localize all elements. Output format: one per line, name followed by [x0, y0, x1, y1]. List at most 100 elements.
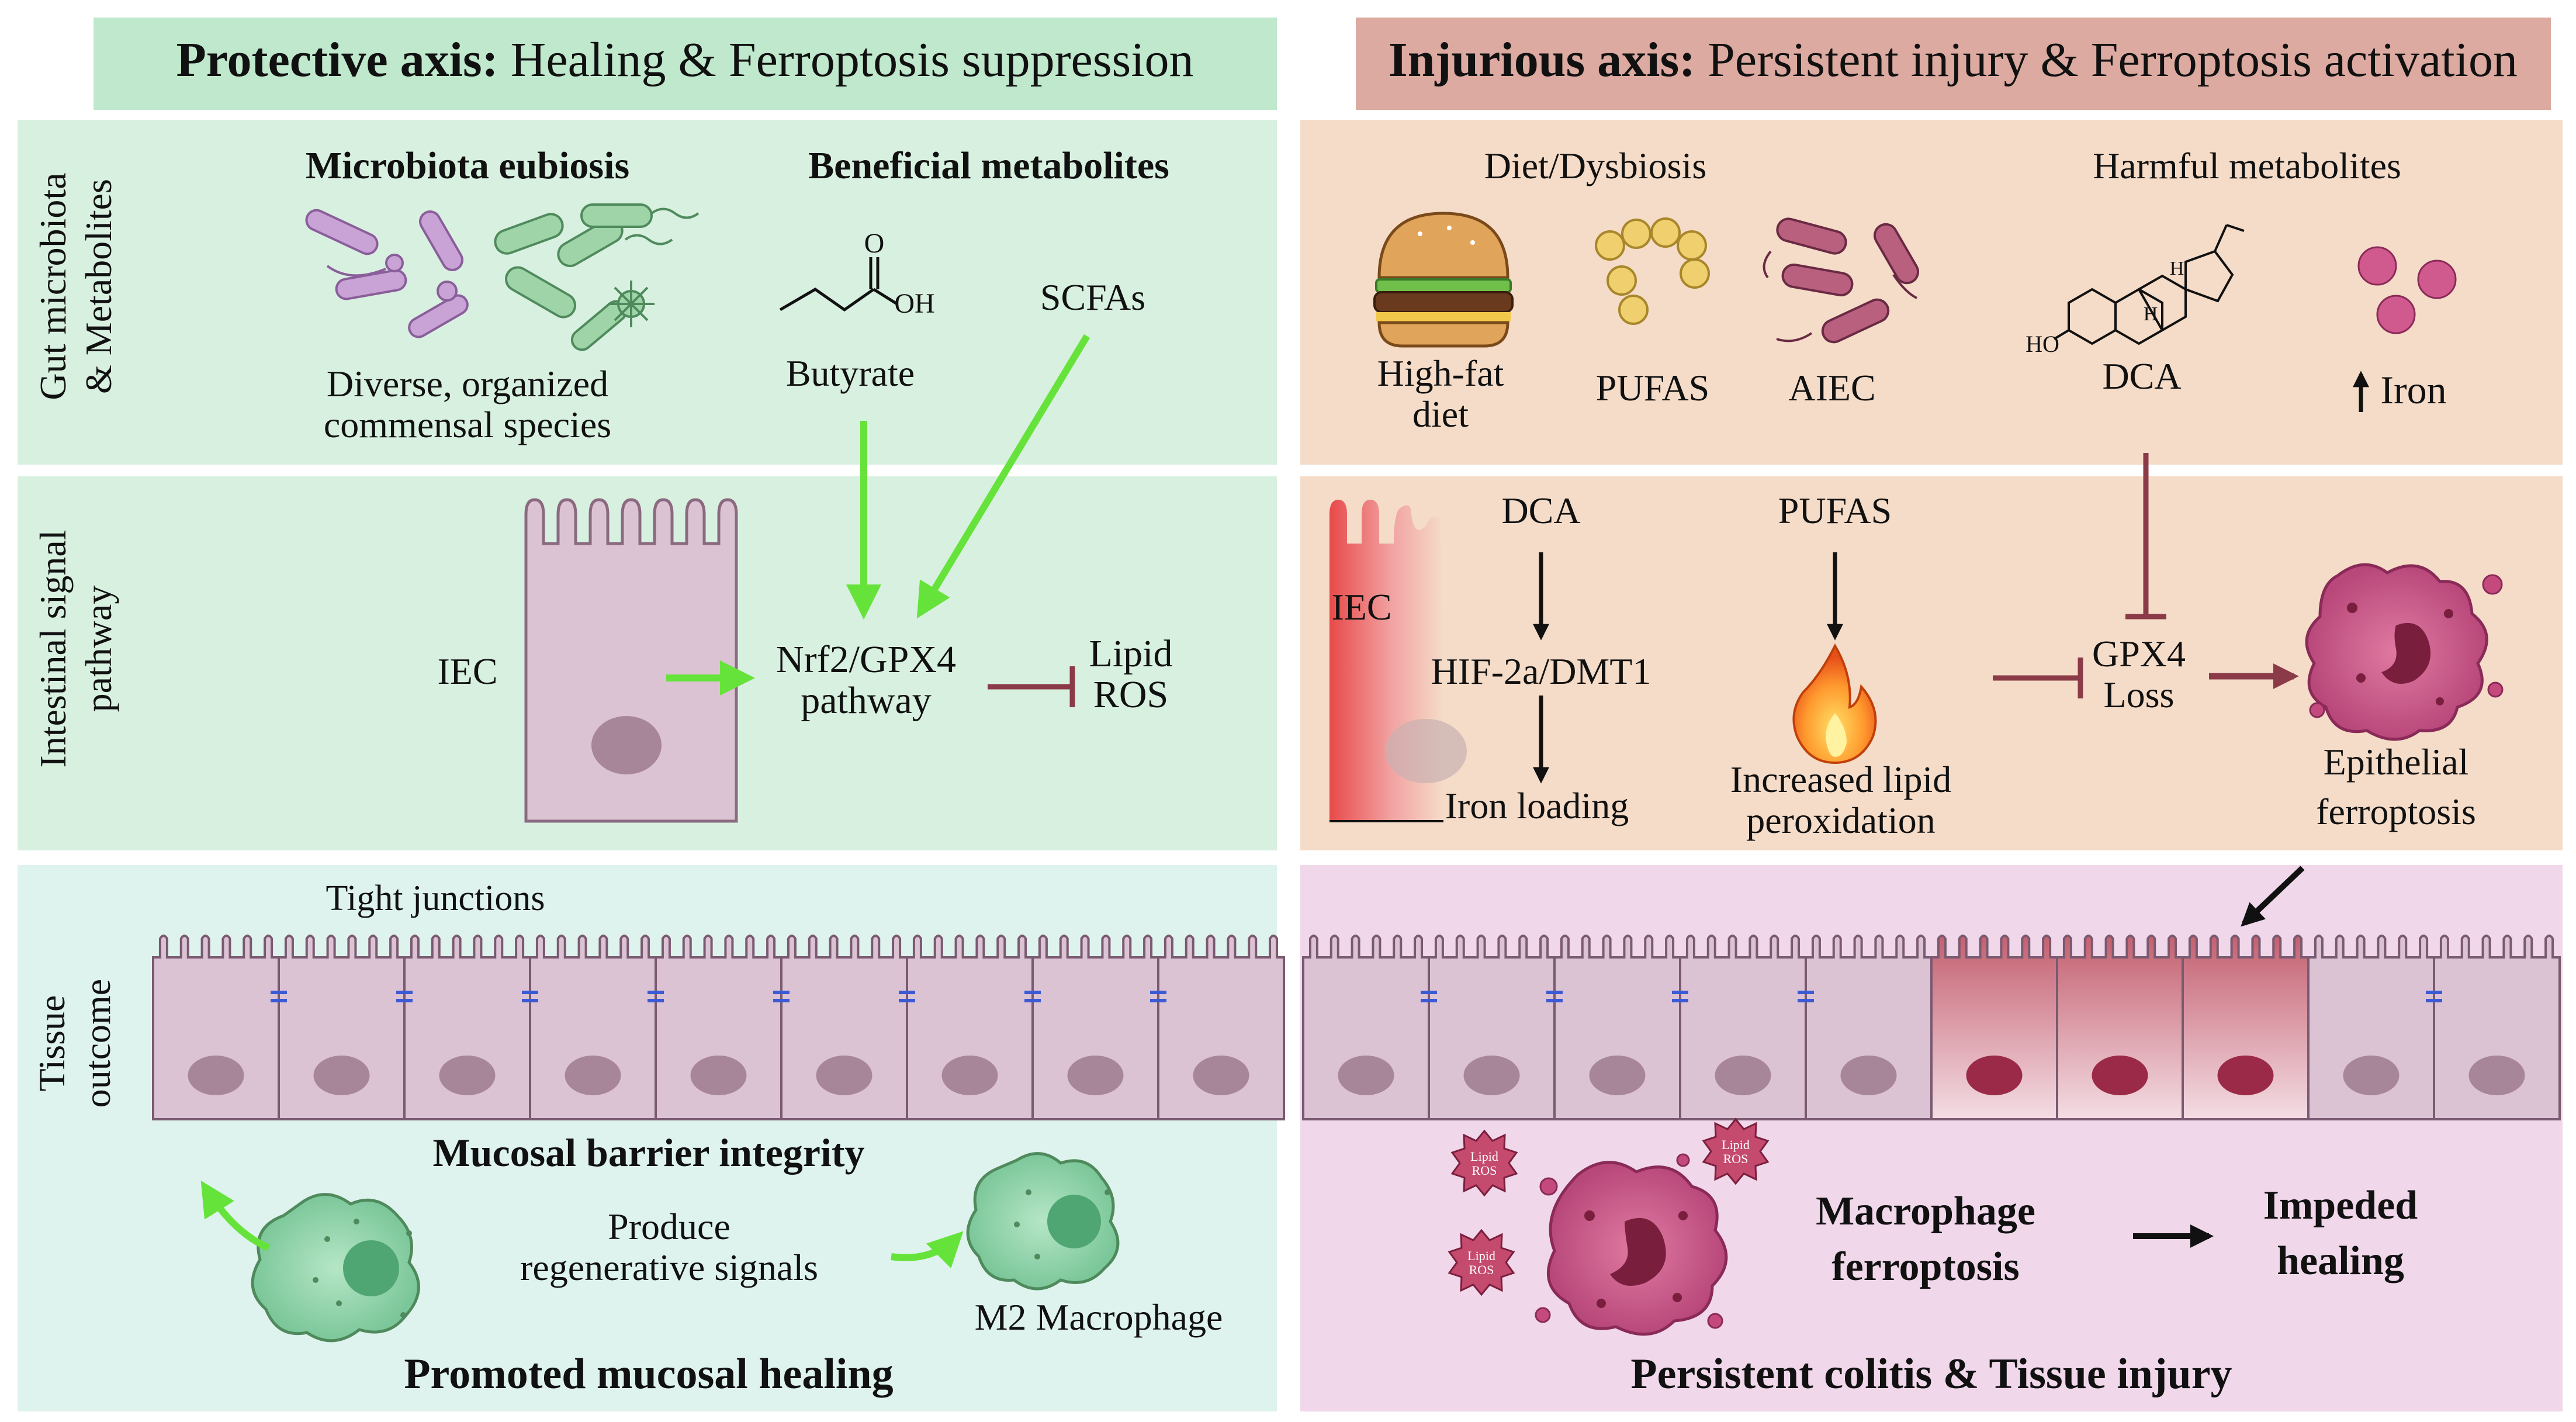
iec-cell-injurious [1329, 500, 1467, 822]
lipid-ros-badge-1: Lipid ROS [1450, 1129, 1518, 1197]
ros-label-protective: ROS [1093, 673, 1168, 716]
mucosal-barrier-label: Mucosal barrier integrity [432, 1130, 864, 1175]
nrf2-inhibits-lipid-ros [988, 666, 1075, 707]
cell-nucleus [1589, 1056, 1646, 1095]
panel-tissue-injurious [1300, 865, 2563, 1411]
macrophage-label: Macrophage [1816, 1189, 2035, 1234]
harmful-metabolites-title: Harmful metabolites [2093, 145, 2401, 186]
tight-junction-icon [2426, 991, 2442, 1002]
svg-text:Protective axis: Healing & Fer: Protective axis: Healing & Ferroptosis s… [176, 33, 1193, 87]
tight-junction-icon [271, 991, 287, 1002]
produce-label: Produce [608, 1206, 730, 1247]
tight-junction-icon [1546, 991, 1563, 1002]
cell-nucleus [690, 1056, 747, 1095]
injurious-header-rest: Persistent injury & Ferroptosis activati… [1695, 33, 2518, 87]
ho-label: HO [2026, 331, 2059, 357]
badge2-ros: ROS [1723, 1151, 1749, 1166]
cell-nucleus [941, 1056, 998, 1095]
badge1-lipid: Lipid [1470, 1149, 1498, 1164]
damaged-epithelial-cell [1930, 935, 2058, 1120]
epithelial-label: Epithelial [2324, 741, 2469, 783]
cell-nucleus [1966, 1056, 2023, 1095]
row2-label-line2: pathway [78, 586, 119, 712]
scfas-to-nrf2-arrow [916, 334, 1090, 619]
tight-junction-icon [1421, 991, 1437, 1002]
cell-nucleus [1715, 1056, 1771, 1095]
epithelium-injurious [1302, 935, 2561, 1120]
pufas-chain-icon [1595, 217, 1710, 325]
lipid-peroxidation-line2: peroxidation [1746, 800, 1935, 841]
diet-dysbiosis-title: Diet/Dysbiosis [1484, 145, 1706, 186]
epithelial-cell [529, 935, 657, 1120]
loss-label: Loss [2104, 674, 2175, 715]
pufas-mid-label: PUFAS [1778, 490, 1892, 531]
epithelial-cell [780, 935, 908, 1120]
cell-nucleus [816, 1056, 872, 1095]
dca-steroid-structure-icon: HO H H [2026, 224, 2245, 357]
lipid-ros-badge-2: Lipid ROS [1702, 1117, 1770, 1185]
injurious-header: Injurious axis: Persistent injury & Ferr… [1356, 18, 2551, 110]
nrf2-gpx4-label: Nrf2/GPX4 [776, 638, 956, 681]
panel-microbiota-injurious [1300, 120, 2563, 465]
bacteria-cluster-icon [305, 203, 700, 351]
macrophage-to-barrier-arrow [200, 1180, 271, 1251]
tight-junction-icon [1150, 991, 1166, 1002]
lipid-peroxidation-line1: Increased lipid [1730, 759, 1952, 800]
microbiota-caption-line1: Diverse, organized [327, 363, 608, 404]
epithelial-cell [278, 935, 406, 1120]
m2-macrophage-label: M2 Macrophage [975, 1296, 1223, 1338]
epithelial-cell [1157, 935, 1285, 1120]
epithelial-cell [1679, 935, 1807, 1120]
h-label-2: H [2170, 258, 2184, 279]
row-label-tissue: Tissue outcome [31, 979, 118, 1108]
protective-header-rest: Healing & Ferroptosis suppression [498, 33, 1194, 87]
ferroptosis-label: ferroptosis [2316, 791, 2476, 832]
microbiota-caption-line2: commensal species [324, 404, 611, 445]
green-macrophage-left-icon [251, 1193, 420, 1343]
butyrate-label: Butyrate [786, 352, 915, 394]
ferroptosis-to-epithelium-arrow [2241, 866, 2305, 927]
row-label-microbiota: Gut microbiota & Metabolites [32, 172, 119, 400]
tight-junction-icon [1798, 991, 1814, 1002]
cell-nucleus [1463, 1056, 1520, 1095]
ferroptotic-macrophage-icon [1535, 1153, 1728, 1336]
cell-nucleus [1840, 1056, 1897, 1095]
panel-microbiota-protective [18, 120, 1277, 465]
tight-junction-icon [899, 991, 915, 1002]
lipid-ros-badge-3: Lipid ROS [1448, 1229, 1515, 1296]
aiec-bacteria-icon [1763, 217, 1919, 344]
h-label-1: H [2144, 303, 2158, 325]
burger-icon [1373, 212, 1514, 348]
iec-label-injurious: IEC [1331, 586, 1391, 628]
high-fat-label-line1: High-fat [1377, 352, 1504, 394]
protective-header: Protective axis: Healing & Ferroptosis s… [94, 18, 1277, 110]
persistent-colitis-label: Persistent colitis & Tissue injury [1630, 1350, 2232, 1398]
hydroxyl-label: OH [894, 288, 934, 319]
damaged-epithelial-cell [2056, 935, 2184, 1120]
epithelial-cell [655, 935, 783, 1120]
tight-junction-icon [522, 991, 538, 1002]
iron-label: Iron [2380, 368, 2446, 412]
aiec-label: AIEC [1788, 367, 1875, 409]
epithelial-cell [152, 935, 280, 1120]
lipid-ros-badges: Lipid ROS Lipid ROS Lipid ROS [1448, 1117, 1770, 1296]
scfas-label: SCFAs [1040, 276, 1145, 318]
row2-label-line1: Intestinal signal [32, 530, 74, 767]
gpx4-label: GPX4 [2092, 633, 2186, 674]
green-macrophage-m2-icon [966, 1152, 1120, 1290]
hif-label: HIF-2a/DMT1 [1431, 651, 1651, 692]
epithelium-protective [152, 935, 1285, 1120]
oxygen-label: O [864, 228, 885, 259]
cell-nucleus [188, 1056, 244, 1095]
peroxidation-inhibits-gpx4 [1993, 658, 2083, 698]
tight-junctions-label: Tight junctions [326, 878, 545, 918]
badge3-ros: ROS [1469, 1262, 1494, 1277]
cell-nucleus [1067, 1056, 1124, 1095]
promoted-healing-label: Promoted mucosal healing [404, 1350, 893, 1398]
cell-nucleus [2092, 1056, 2148, 1095]
signals-to-m2-arrow [891, 1231, 964, 1269]
injurious-header-bold: Injurious axis: [1389, 33, 1695, 87]
butyrate-structure-icon: O OH [779, 228, 935, 319]
epithelial-cell [1302, 935, 1430, 1120]
